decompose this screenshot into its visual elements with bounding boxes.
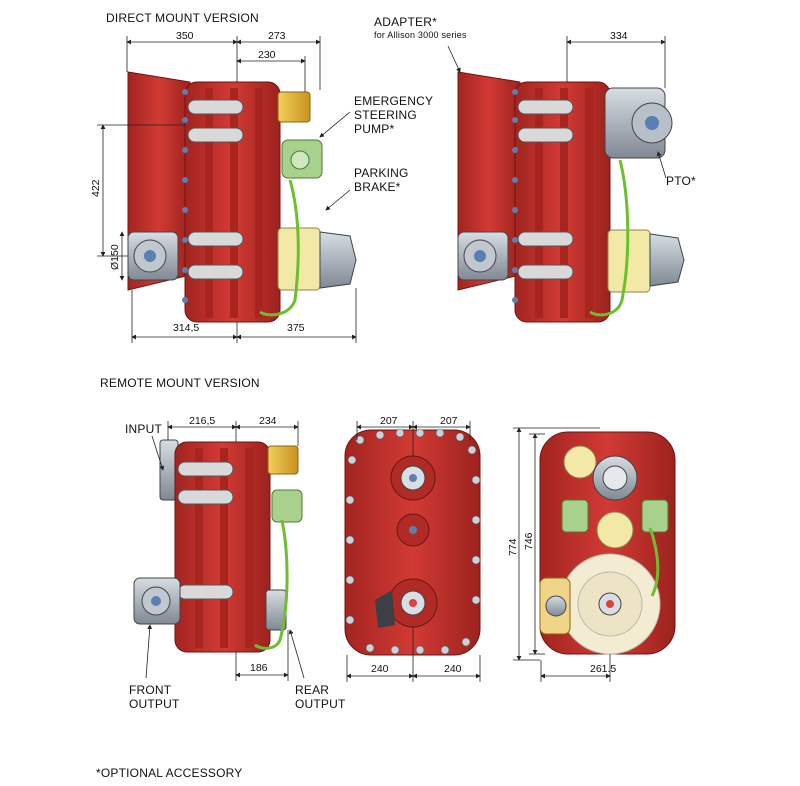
pto-label: PTO* (666, 174, 696, 188)
input-label: INPUT (125, 422, 162, 436)
direct-mount-pto-view (457, 71, 685, 323)
emergency-label-line1: EMERGENCY (354, 94, 434, 108)
rear-output-label-line2: OUTPUT (295, 697, 346, 711)
dim-230: 230 (258, 49, 276, 61)
remote-mount-heading: REMOTE MOUNT VERSION (100, 376, 260, 390)
optional-accessory-footnote: *OPTIONAL ACCESSORY (96, 766, 243, 780)
direct-mount-side-view (127, 71, 357, 323)
dim-240-right: 240 (444, 663, 462, 675)
remote-mount-rear-view (539, 431, 676, 655)
parking-label-line1: PARKING (354, 166, 409, 180)
dim-207-right: 207 (440, 415, 458, 427)
direct-mount-heading: DIRECT MOUNT VERSION (106, 11, 259, 25)
adapter-sublabel: for Allison 3000 series (374, 30, 467, 40)
dim-207-left: 207 (380, 415, 398, 427)
dim-350: 350 (176, 30, 194, 42)
direct-dimension-lines (97, 36, 667, 343)
dim-261-5: 261.5 (590, 663, 617, 675)
front-output-label-line1: FRONT (129, 683, 172, 697)
remote-mount-side-view (133, 439, 303, 653)
emergency-label-line3: PUMP* (354, 122, 395, 136)
dim-375: 375 (287, 322, 305, 334)
dim-240-left: 240 (371, 663, 389, 675)
remote-mount-front-view (344, 428, 481, 656)
front-output-label-line2: OUTPUT (129, 697, 180, 711)
parking-label-line2: BRAKE* (354, 180, 401, 194)
dim-216-5: 216,5 (189, 415, 216, 427)
dim-314-5: 314,5 (173, 322, 200, 334)
remote-dimension-lines (145, 421, 611, 682)
rear-output-label-line1: REAR (295, 683, 330, 697)
dim-186: 186 (250, 662, 268, 674)
emergency-label-line2: STEERING (354, 108, 417, 122)
dim-273: 273 (268, 30, 286, 42)
dim-234: 234 (259, 415, 277, 427)
dim-334: 334 (610, 30, 628, 42)
adapter-label: ADAPTER* (374, 15, 437, 29)
